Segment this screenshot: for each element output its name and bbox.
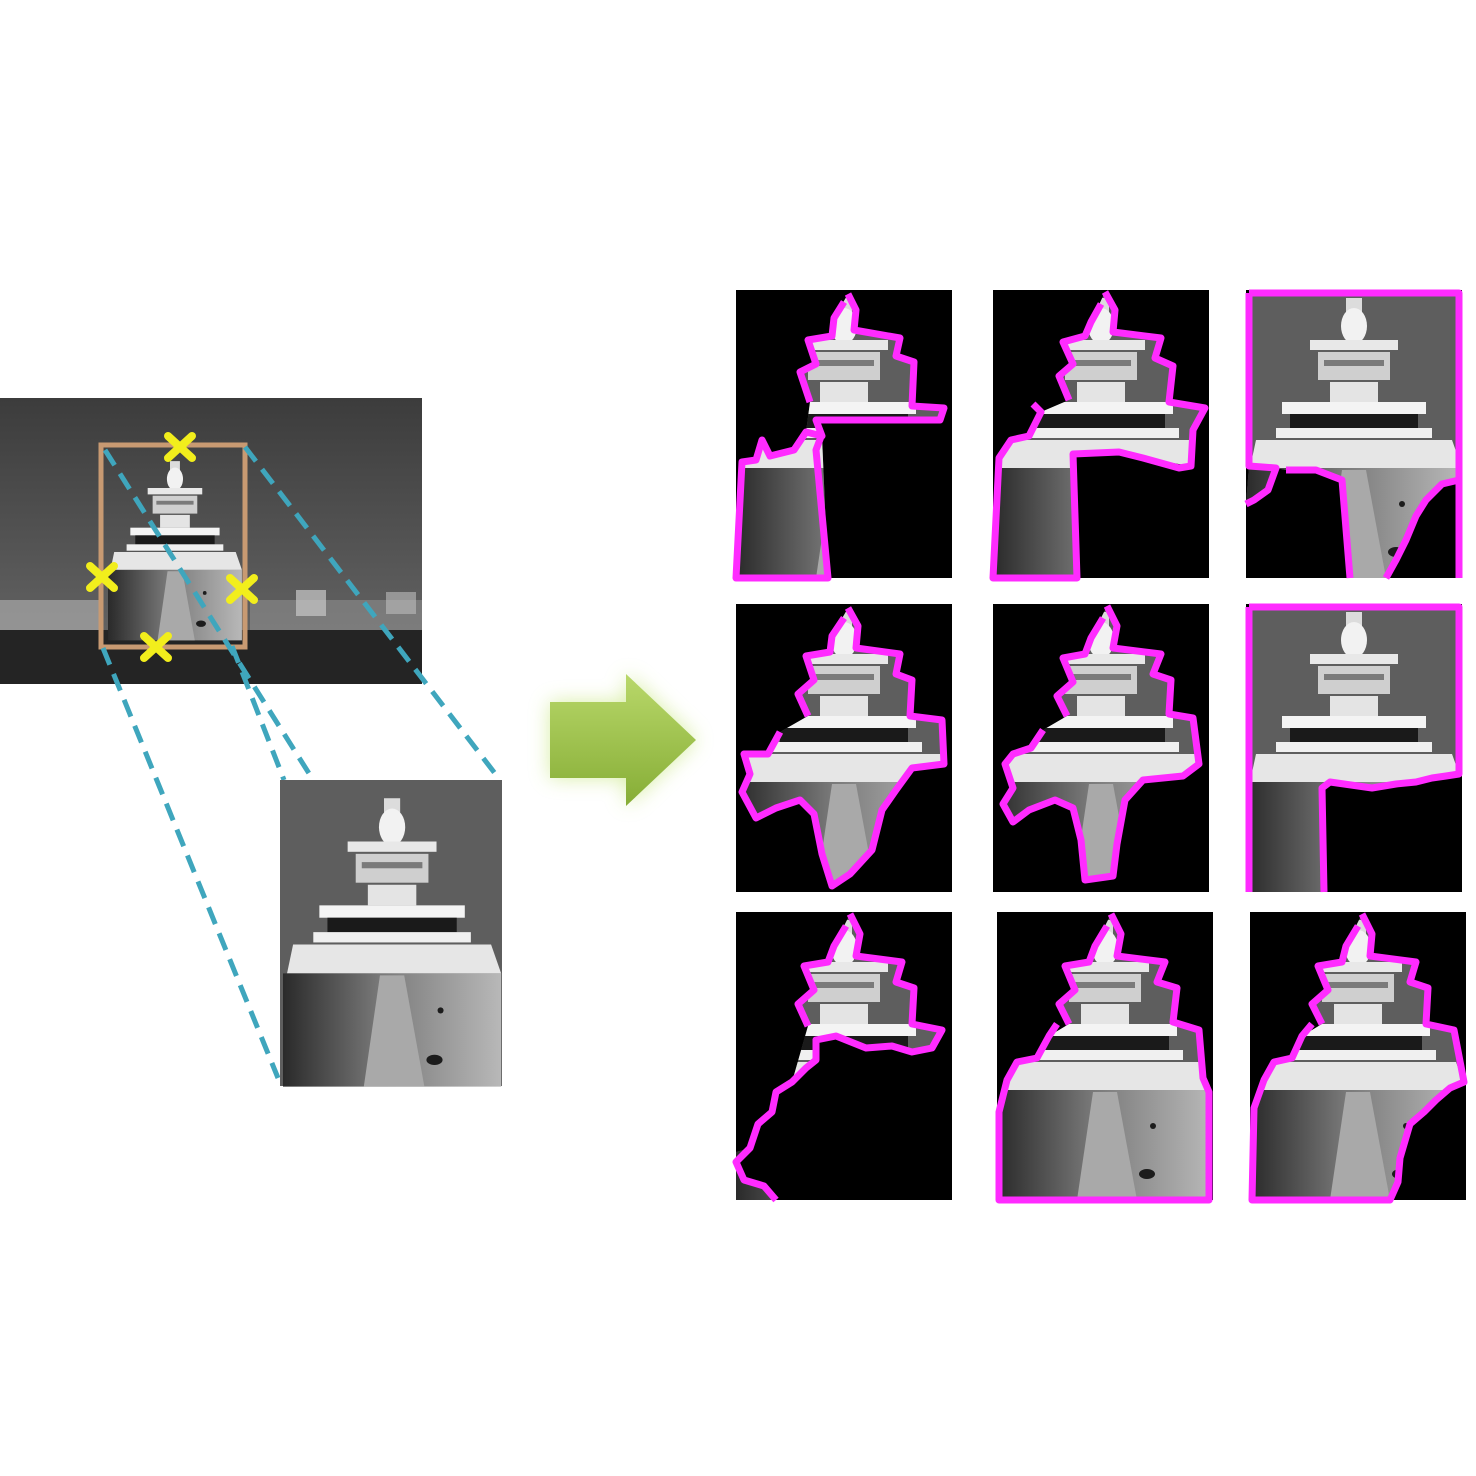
x-mark-icon xyxy=(140,632,172,662)
segmentation-result-r1-c2 xyxy=(993,290,1209,578)
x-mark-icon xyxy=(86,562,118,592)
projection-lines xyxy=(100,445,502,1079)
segmentation-result-r1-c1 xyxy=(736,290,952,578)
segmentation-result-r3-c2 xyxy=(997,912,1213,1200)
x-mark-icon xyxy=(226,574,258,604)
segmentation-grid xyxy=(736,290,1466,1200)
segmentation-result-r2-c1 xyxy=(736,604,952,892)
segmentation-result-r3-c3 xyxy=(1250,912,1466,1200)
right-arrow-icon xyxy=(550,674,696,806)
cropped-ship-image xyxy=(280,780,502,1087)
x-mark-icon xyxy=(164,432,196,462)
input-photo xyxy=(0,398,422,684)
segmentation-result-r1-c3 xyxy=(1246,290,1462,578)
segmentation-result-r3-c1 xyxy=(736,912,952,1200)
extreme-point-markers xyxy=(86,432,258,662)
segmentation-result-r2-c3 xyxy=(1246,604,1462,892)
segmentation-result-r2-c2 xyxy=(993,604,1209,892)
